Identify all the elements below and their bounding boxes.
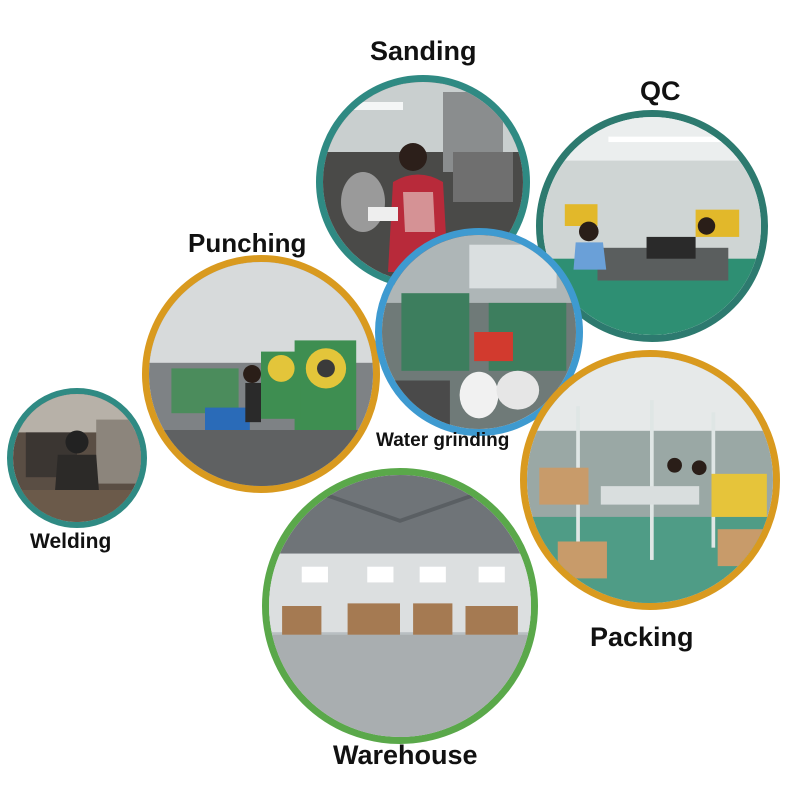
- label-qc: QC: [640, 76, 681, 106]
- photo-punching: [142, 255, 380, 493]
- label-punching: Punching: [188, 228, 307, 258]
- photo-water-grinding: [375, 228, 583, 436]
- label-water-grinding: Water grinding: [376, 430, 510, 451]
- photo-packing: [520, 350, 780, 610]
- label-sanding: Sanding: [370, 36, 477, 66]
- label-packing: Packing: [590, 622, 694, 652]
- label-warehouse: Warehouse: [333, 740, 478, 770]
- photo-welding: [7, 388, 147, 528]
- photo-warehouse: [262, 468, 538, 744]
- label-welding: Welding: [30, 530, 112, 553]
